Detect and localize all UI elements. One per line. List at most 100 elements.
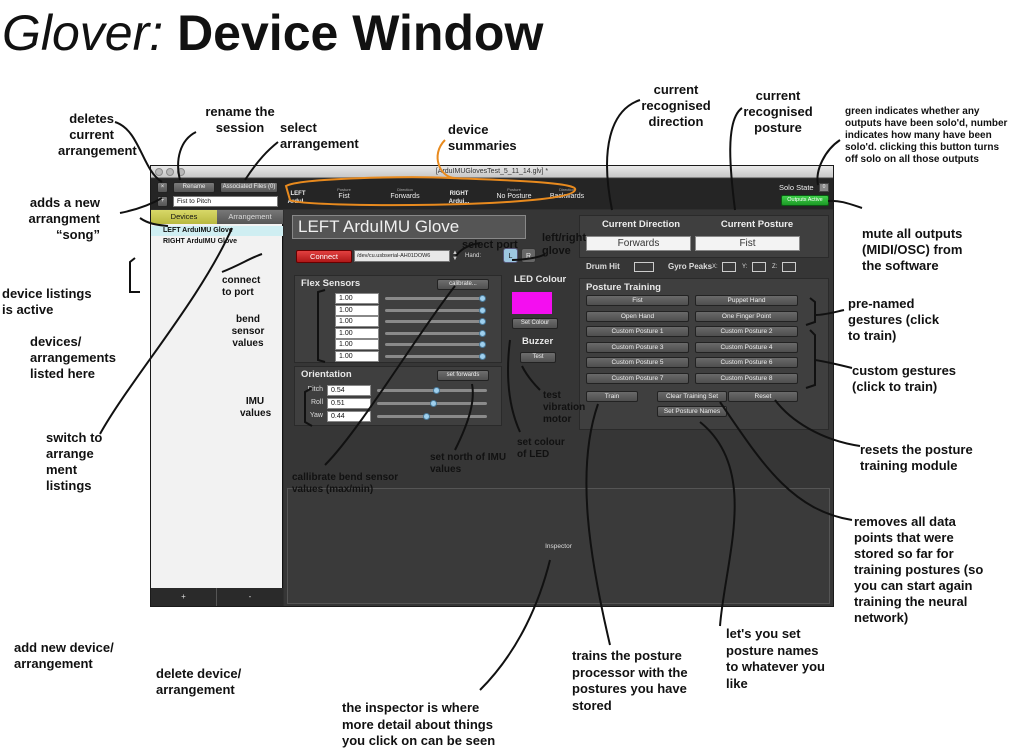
calibrate-button[interactable]: calibrate... bbox=[437, 279, 489, 290]
posture-button[interactable]: Custom Posture 2 bbox=[695, 326, 798, 337]
posture-button[interactable]: Custom Posture 1 bbox=[586, 326, 689, 337]
clear-training-set-button[interactable]: Clear Training Set bbox=[657, 391, 727, 402]
set-forwards-button[interactable]: set forwards bbox=[437, 370, 489, 381]
port-stepper-icon[interactable]: ▲▼ bbox=[452, 250, 458, 262]
device-name-field[interactable]: LEFT ArduIMU Glove bbox=[292, 215, 526, 239]
orientation-slider-knob[interactable] bbox=[422, 413, 430, 420]
flex-slider-knob[interactable] bbox=[479, 341, 486, 348]
posture-button[interactable]: Puppet Hand bbox=[695, 295, 798, 306]
current-posture-value: Fist bbox=[695, 236, 800, 251]
flex-slider[interactable] bbox=[385, 320, 485, 323]
flex-slider[interactable] bbox=[385, 331, 485, 335]
orientation-slider-knob[interactable] bbox=[430, 400, 438, 407]
flex-slider-knob[interactable] bbox=[479, 295, 486, 302]
add-device-button[interactable]: + bbox=[151, 588, 217, 606]
flex-slider[interactable] bbox=[385, 343, 485, 346]
inspector-label: Inspector bbox=[545, 543, 572, 550]
flex-slider-knob[interactable] bbox=[479, 352, 486, 360]
add-arrangement-button[interactable]: + bbox=[157, 196, 168, 207]
orientation-slider[interactable] bbox=[377, 415, 487, 418]
page-heading-bold: Device Window bbox=[177, 5, 544, 61]
solo-state-button[interactable]: 0 bbox=[819, 183, 829, 192]
gyro-peaks-label: Gyro Peaks bbox=[668, 262, 713, 271]
set-posture-names-button[interactable]: Set Posture Names bbox=[657, 406, 727, 417]
associated-files-button[interactable]: Associated Files (0) bbox=[220, 182, 278, 193]
posture-button[interactable]: Custom Posture 4 bbox=[695, 341, 798, 353]
delete-device-button[interactable]: - bbox=[248, 592, 252, 601]
inspector-panel[interactable]: Inspector bbox=[287, 488, 830, 604]
orientation-value-field: 0.54 bbox=[327, 385, 371, 396]
reset-button[interactable]: Reset bbox=[728, 391, 798, 402]
delete-arrangement-button[interactable]: × bbox=[157, 182, 168, 193]
gyro-axis-label: Y: bbox=[742, 264, 748, 270]
flex-value-field: 1.00 bbox=[335, 293, 379, 304]
orientation-label: Roll bbox=[310, 399, 323, 406]
outputs-active-button[interactable]: Outputs Active bbox=[781, 195, 829, 206]
summary-left-posture: Posture Fist bbox=[327, 187, 361, 201]
flex-slider[interactable] bbox=[385, 308, 485, 312]
port-select[interactable]: /dev/cu.usbserial-AH01DOW6 bbox=[354, 250, 450, 262]
train-button[interactable]: Train bbox=[586, 391, 638, 402]
summary-right-direction: Direction Backwards bbox=[541, 187, 593, 201]
page-heading: Glover: Device Window bbox=[2, 2, 543, 64]
drum-hit-label: Drum Hit bbox=[586, 262, 620, 271]
drum-hit-indicator bbox=[634, 262, 654, 272]
recognition-panel: Current Direction Current Posture Forwar… bbox=[579, 215, 829, 258]
posture-button[interactable]: Custom Posture 3 bbox=[586, 341, 689, 353]
orientation-slider-knob[interactable] bbox=[433, 387, 441, 394]
posture-button[interactable]: Fist bbox=[586, 295, 689, 306]
posture-button[interactable]: Open Hand bbox=[586, 310, 689, 322]
set-colour-button[interactable]: Set Colour bbox=[512, 318, 558, 329]
flex-slider[interactable] bbox=[385, 297, 485, 300]
rename-button[interactable]: Rename bbox=[173, 182, 215, 193]
tab-devices[interactable]: Devices bbox=[151, 210, 217, 224]
flex-slider-knob[interactable] bbox=[479, 329, 486, 337]
flex-slider[interactable] bbox=[385, 354, 485, 358]
sidebar-footer: + - bbox=[151, 588, 283, 606]
minimize-window-icon[interactable] bbox=[166, 168, 174, 176]
device-panel: LEFT ArduIMU Glove Connect /dev/cu.usbse… bbox=[284, 210, 833, 606]
summary-right-posture: Posture No Posture bbox=[489, 187, 539, 201]
flex-slider-knob[interactable] bbox=[479, 318, 486, 325]
flex-value-field: 1.00 bbox=[335, 339, 379, 350]
test-buzzer-button[interactable]: Test bbox=[520, 352, 556, 363]
device-list-item[interactable]: LEFT ArduIMU Glove bbox=[151, 226, 283, 236]
summary-left-direction: Direction Forwards bbox=[379, 187, 431, 201]
tab-arrangement[interactable]: Arrangement bbox=[217, 210, 283, 224]
summary-left-device-name: LEFT ArduI... bbox=[287, 191, 309, 205]
led-colour-swatch[interactable] bbox=[512, 292, 552, 314]
connect-button[interactable]: Connect bbox=[296, 250, 352, 263]
orientation-slider[interactable] bbox=[377, 389, 487, 392]
device-list-item[interactable]: RIGHT ArduIMU Glove bbox=[163, 238, 238, 245]
led-colour-title: LED Colour bbox=[514, 274, 567, 285]
arrangement-select[interactable]: Fist to Pitch bbox=[173, 196, 278, 207]
posture-button[interactable]: Custom Posture 8 bbox=[695, 372, 798, 384]
posture-button[interactable]: Custom Posture 5 bbox=[586, 357, 689, 368]
flex-value-field: 1.00 bbox=[335, 350, 379, 362]
flex-slider-knob[interactable] bbox=[479, 306, 486, 314]
note-delete-device: delete device/arrangement bbox=[156, 666, 242, 697]
posture-button[interactable]: Custom Posture 7 bbox=[586, 372, 689, 384]
summary-value: Fist bbox=[338, 193, 350, 200]
posture-button[interactable]: Custom Posture 6 bbox=[695, 357, 798, 368]
summary-left-device: LEFT ArduI... bbox=[283, 190, 313, 206]
posture-button[interactable]: One Finger Point bbox=[695, 310, 798, 322]
hand-right-button[interactable]: R bbox=[521, 248, 536, 263]
